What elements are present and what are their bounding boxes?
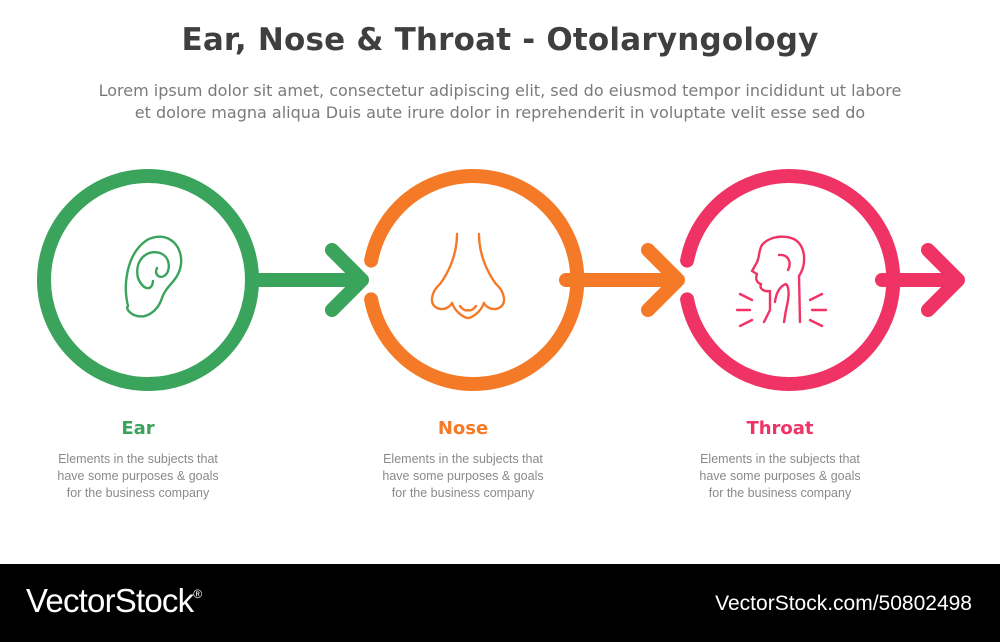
brand-logo: VectorStock® <box>26 582 202 620</box>
subtitle-line-1: Lorem ipsum dolor sit amet, consectetur … <box>98 81 902 100</box>
step-description-ear: Elements in the subjects that have some … <box>57 452 219 500</box>
throat-ring <box>680 169 901 391</box>
throat-icon <box>735 235 828 328</box>
page-subtitle: Lorem ipsum dolor sit amet, consectetur … <box>40 80 960 124</box>
watermark-footer: VectorStock® VectorStock.com/50802498 <box>0 564 1000 642</box>
step-label-nose: Nose <box>437 418 489 439</box>
ear-ring <box>37 169 259 391</box>
nose-ring <box>364 169 585 391</box>
registered-mark: ® <box>193 587 202 601</box>
step-description-throat: Elements in the subjects that have some … <box>699 452 861 500</box>
subtitle-line-2: et dolore magna aliqua Duis aute irure d… <box>134 103 866 122</box>
step-label-ear: Ear <box>121 418 155 439</box>
page-title: Ear, Nose & Throat - Otolaryngology <box>181 22 819 58</box>
step-description-nose: Elements in the subjects that have some … <box>382 452 544 500</box>
step-label-throat: Throat <box>746 418 814 439</box>
ear-icon <box>124 235 183 318</box>
brand-name: VectorStock <box>26 582 194 619</box>
nose-icon <box>430 232 506 320</box>
step-nose-node <box>364 169 685 391</box>
arrow-head-1 <box>325 243 369 317</box>
step-throat-node <box>680 169 965 391</box>
arrow-head-3 <box>921 243 965 317</box>
process-diagram <box>37 169 965 391</box>
image-credit: VectorStock.com/50802498 <box>715 592 972 615</box>
step-ear-node <box>37 169 369 391</box>
arrow-head-2 <box>641 243 685 317</box>
